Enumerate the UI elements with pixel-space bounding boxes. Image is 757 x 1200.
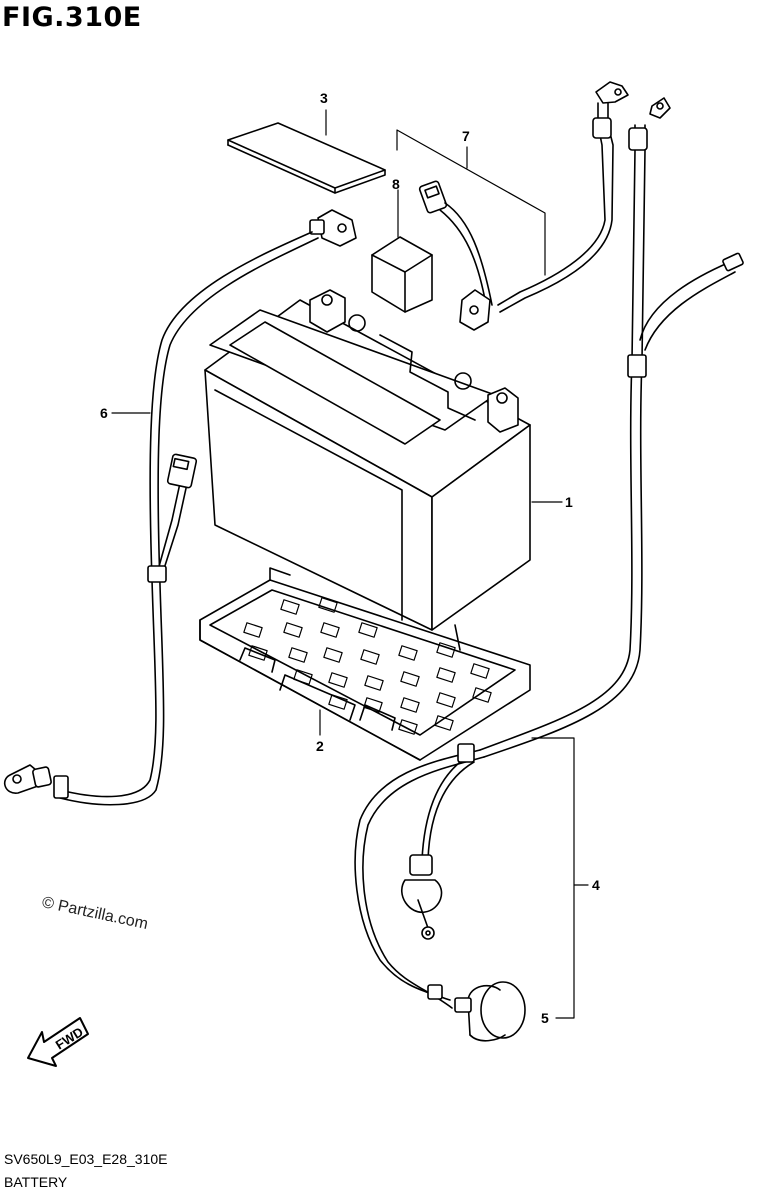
callout-2: 2	[316, 738, 324, 754]
leader-7	[396, 129, 546, 276]
part-5-sensor-cap	[454, 981, 526, 1042]
part-8-connector	[418, 180, 493, 306]
callout-5: 5	[541, 1010, 549, 1026]
part-6-harness	[3, 209, 357, 806]
callout-8: 8	[392, 176, 400, 192]
callout-1: 1	[565, 494, 573, 510]
leader-4-5	[531, 737, 575, 1019]
part-7-harness	[459, 81, 744, 758]
fwd-arrow-icon: FWD	[27, 1017, 89, 1067]
figure-name: BATTERY	[4, 1174, 68, 1190]
part-4-harness	[354, 743, 485, 1009]
part-8-terminal-cover	[371, 189, 433, 313]
callout-7: 7	[462, 128, 470, 144]
callout-6: 6	[100, 405, 108, 421]
part-1-battery	[204, 289, 531, 631]
model-code: SV650L9_E03_E28_310E	[4, 1151, 168, 1167]
part-2-battery-tray	[199, 567, 531, 761]
part-3-battery-pad	[227, 122, 386, 194]
figure-title: FIG.310E	[2, 2, 142, 33]
callout-3: 3	[320, 90, 328, 106]
callout-4: 4	[592, 877, 600, 893]
